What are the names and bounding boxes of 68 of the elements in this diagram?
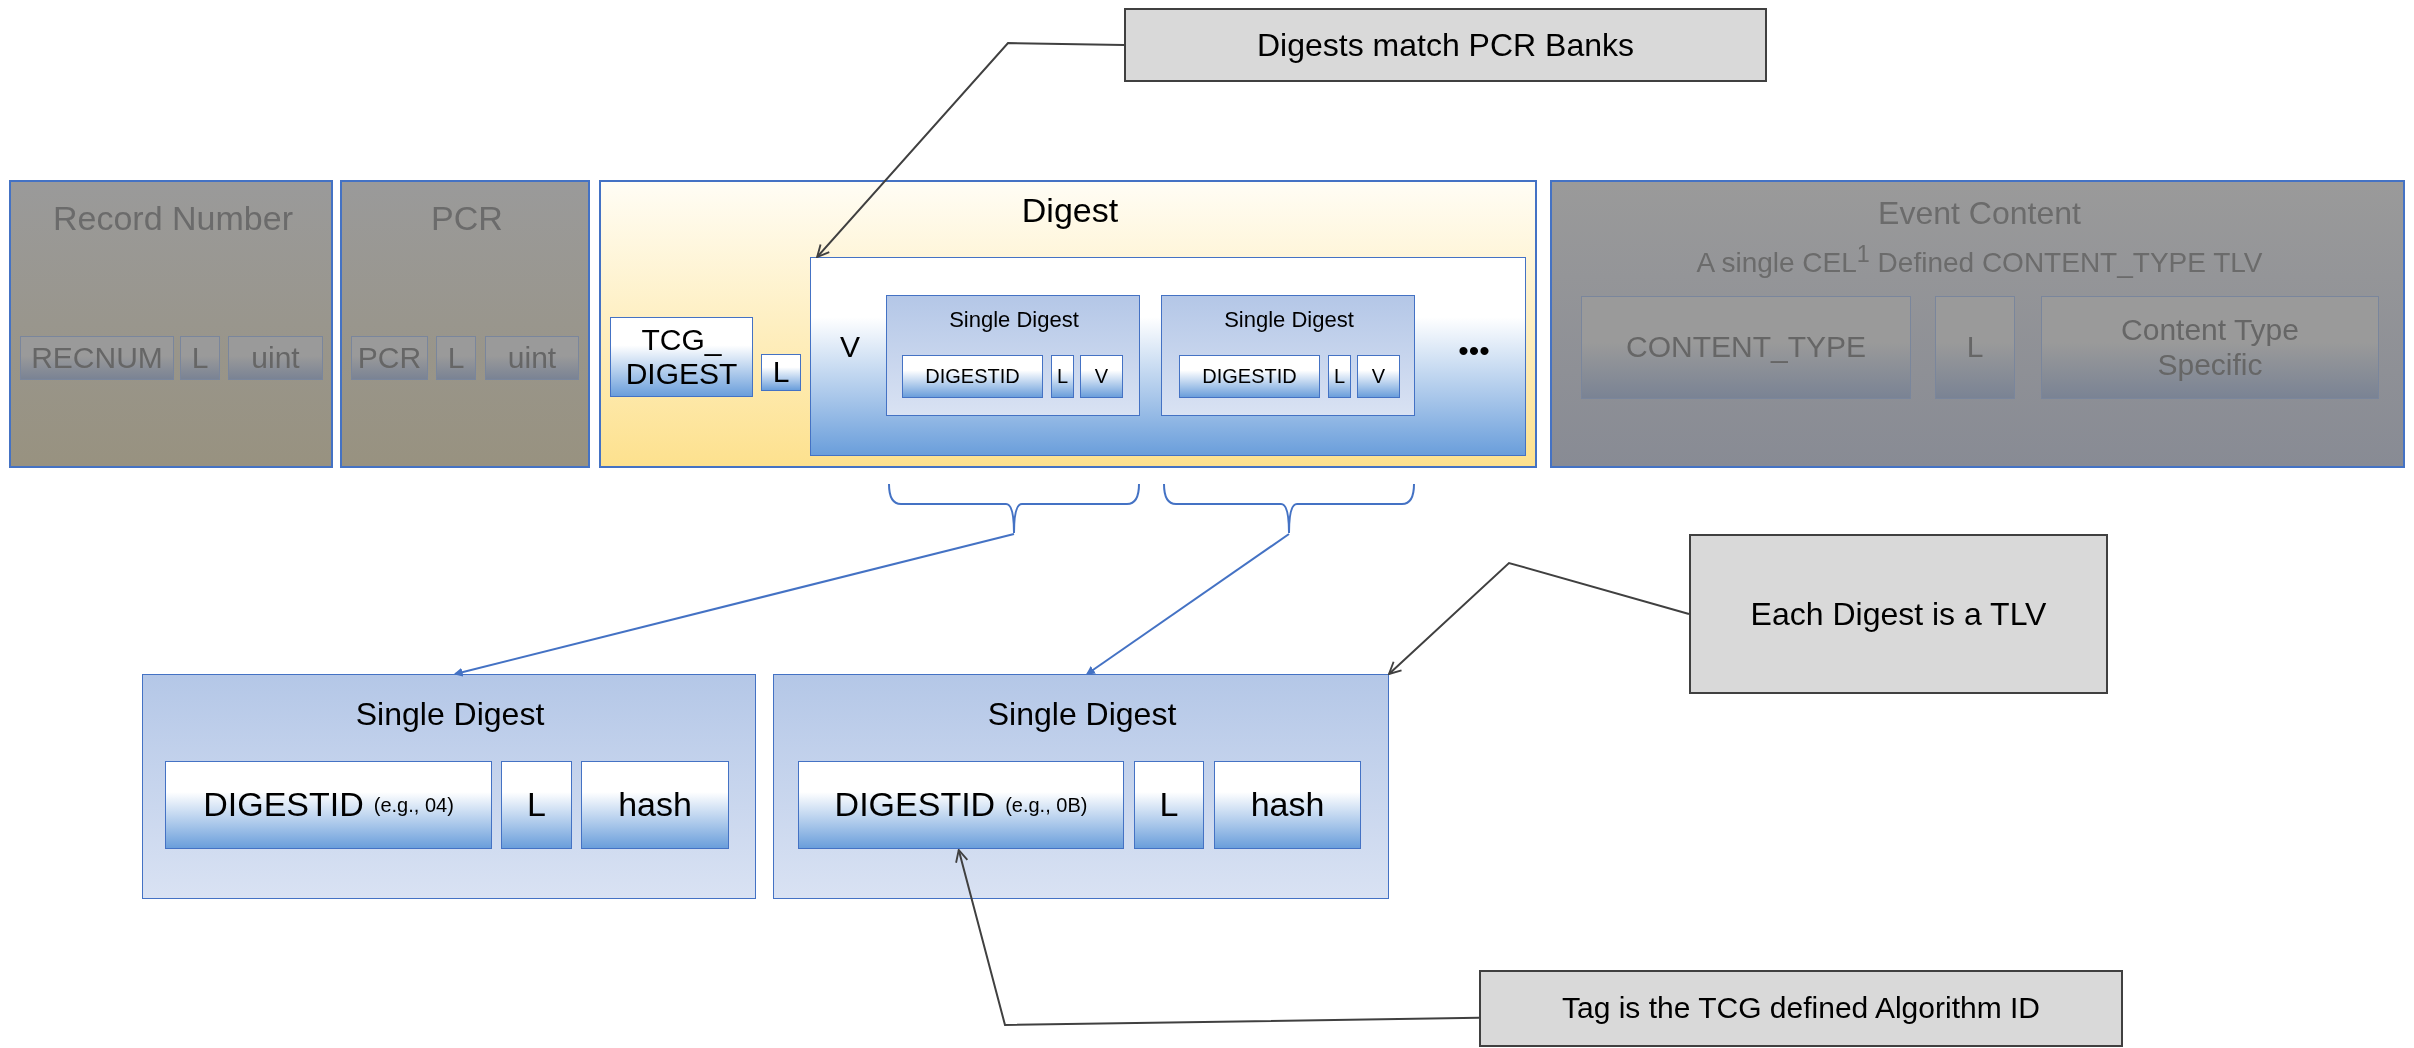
field-box (228, 336, 323, 380)
ellipsis: ••• (1457, 334, 1491, 367)
field-box (1581, 296, 1911, 399)
field-label: L (1056, 365, 1069, 388)
digest-box (773, 674, 1389, 899)
field-box (902, 355, 1043, 398)
field-box (180, 336, 220, 380)
field-box (1051, 355, 1074, 398)
field-label: V (839, 330, 861, 363)
field-label: TCG_ DIGEST (624, 322, 739, 392)
field-label: V (1371, 365, 1386, 388)
example-note: (e.g., 0B) (1005, 793, 1088, 817)
field-box (1357, 355, 1400, 398)
field-box (1134, 761, 1204, 849)
leader-line (816, 42, 1125, 258)
field-box (165, 761, 492, 849)
field-box (1179, 355, 1320, 398)
field-box (436, 336, 476, 380)
field-label: DIGESTID (925, 365, 1020, 388)
value-box (810, 257, 1526, 456)
arrow (453, 533, 1015, 677)
field-box (501, 761, 572, 849)
field-label: L (1159, 785, 1179, 825)
panel-title: Digest (1020, 192, 1120, 230)
field-box (485, 336, 579, 380)
field-label: hash (1250, 785, 1325, 825)
field-label: L (527, 785, 546, 825)
field-panel (1550, 180, 2405, 468)
field-box (1214, 761, 1361, 849)
leader-line (1388, 561, 1690, 675)
box-title: Single Digest (986, 697, 1178, 733)
field-label: hash (618, 785, 692, 825)
callout-box (1124, 8, 1767, 82)
field-panel (340, 180, 590, 468)
callout-text: Digests match PCR Banks (1257, 26, 1634, 64)
field-label: L (1333, 365, 1346, 388)
callout-text: Each Digest is a TLV (1750, 595, 2047, 633)
arrow (1085, 533, 1290, 675)
callout-box (1479, 970, 2123, 1047)
field-box (610, 317, 753, 397)
box-title: Single Digest (354, 697, 546, 733)
box-title: Single Digest (1223, 308, 1355, 333)
example-note: (e.g., 04) (373, 793, 454, 817)
field-box (2041, 296, 2379, 399)
digest-box (142, 674, 756, 899)
field-box (1328, 355, 1351, 398)
field-panel (9, 180, 333, 468)
field-label: DIGESTID (834, 785, 996, 825)
field-label: L (772, 355, 790, 390)
leader-line (955, 849, 1480, 1026)
digest-box (1161, 295, 1415, 416)
field-box (351, 336, 428, 380)
box-title: Single Digest (948, 308, 1080, 333)
digest-box (886, 295, 1140, 416)
field-box (1080, 355, 1123, 398)
brace (887, 482, 1141, 534)
field-box (581, 761, 729, 849)
field-box (1935, 296, 2015, 399)
field-label: V (1094, 365, 1109, 388)
callout-text: Tag is the TCG defined Algorithm ID (1562, 991, 2040, 1026)
field-box (761, 354, 801, 391)
callout-box (1689, 534, 2108, 694)
field-panel (599, 180, 1537, 468)
field-label: DIGESTID (203, 785, 364, 825)
field-box (798, 761, 1124, 849)
field-box (20, 336, 174, 380)
brace (1162, 482, 1416, 534)
field-label: DIGESTID (1202, 365, 1297, 388)
